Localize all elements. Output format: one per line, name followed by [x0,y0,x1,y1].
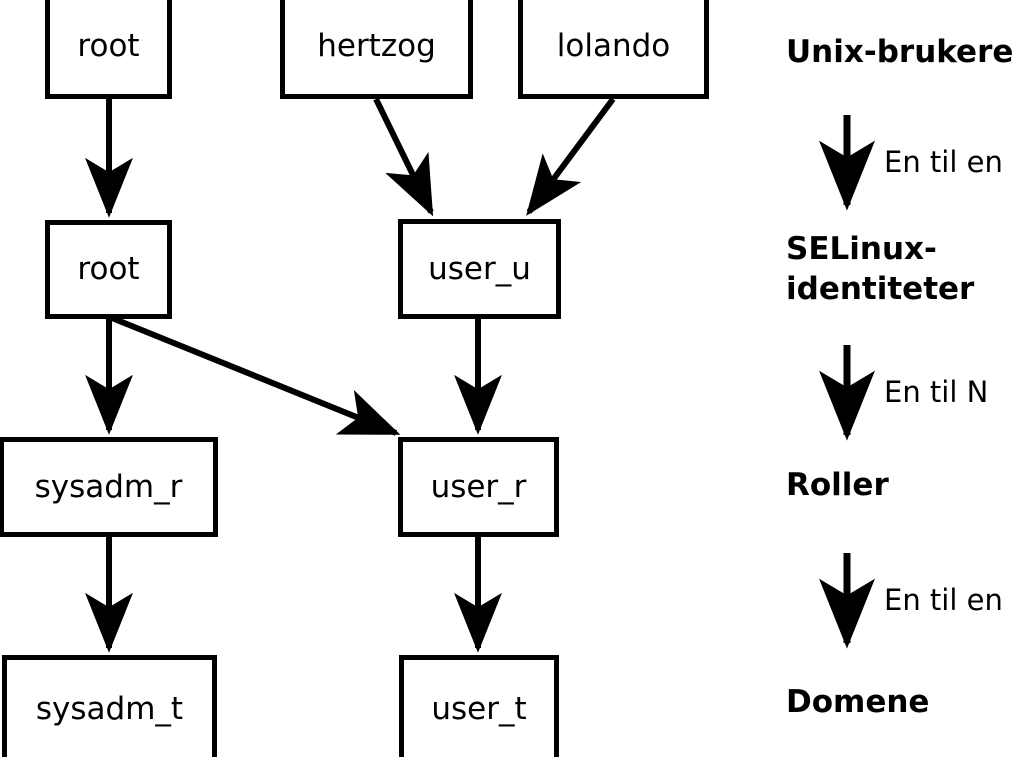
legend-level-selinux-identities: SELinux- identiteter [786,231,975,307]
node-domain-sysadm-t[interactable]: sysadm_t [2,655,217,757]
legend-level-unix-users: Unix-brukere [786,34,1014,70]
edge-root-to-user-r [110,315,401,436]
node-unix-user-root[interactable]: root [45,0,172,99]
legend-mapping-roles-to-domain: En til en [884,583,1003,617]
legend-level-domain: Domene [786,684,930,720]
node-role-sysadm-r[interactable]: sysadm_r [0,437,218,537]
node-unix-user-lolando[interactable]: lolando [518,0,709,99]
edge-hertzog-to-user-u [373,97,434,217]
node-unix-user-hertzog[interactable]: hertzog [280,0,473,99]
node-label: user_t [431,690,527,727]
node-label: sysadm_t [35,690,184,727]
node-label: user_u [428,250,531,287]
node-role-user-r[interactable]: user_r [398,437,559,537]
edge-lolando-to-user-u [526,97,616,216]
node-selinux-identity-user-u[interactable]: user_u [398,219,561,319]
legend-level-roles: Roller [786,467,889,503]
node-domain-user-t[interactable]: user_t [399,655,559,757]
node-label: root [77,28,140,64]
node-selinux-identity-root[interactable]: root [45,220,172,319]
node-label: hertzog [317,28,436,64]
legend-mapping-identities-to-roles: En til N [884,375,989,409]
legend-mapping-users-to-identities: En til en [884,145,1003,179]
node-label: root [77,251,140,287]
node-label: sysadm_r [34,468,183,505]
node-label: user_r [430,468,527,505]
node-label: lolando [556,28,671,64]
